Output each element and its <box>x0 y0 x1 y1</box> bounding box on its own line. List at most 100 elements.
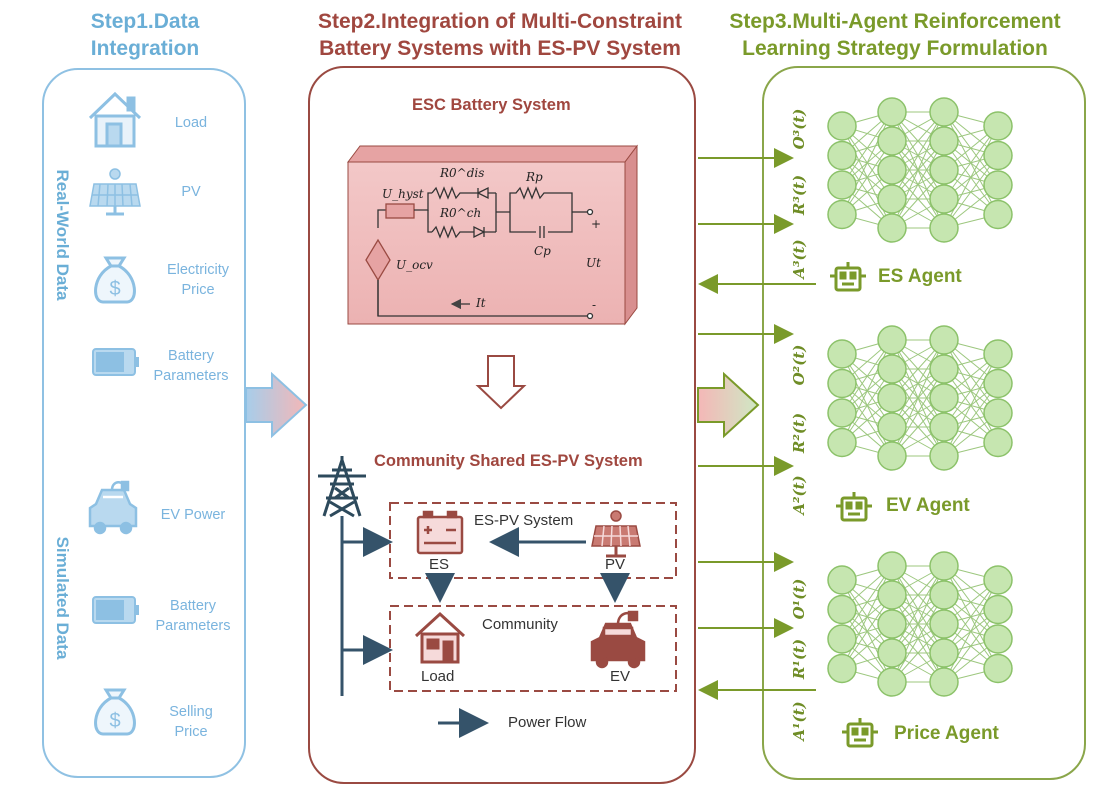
step3-title: Step3.Multi-Agent Reinforcement Learning… <box>700 8 1090 62</box>
nn-node <box>929 551 959 581</box>
ev-charger-icon <box>88 480 138 535</box>
step1-title-line2: Integration <box>90 37 200 60</box>
pv-label: PV <box>605 556 626 573</box>
neural-network-2 <box>827 325 1013 471</box>
nn-node <box>929 97 959 127</box>
nn-node <box>877 97 907 127</box>
nn-node <box>827 170 857 200</box>
nn-node <box>929 667 959 697</box>
battery-parameters-2-line1: Battery <box>170 598 216 614</box>
u-ocv-label: U_ocv <box>396 258 433 272</box>
r0-dis-label: R0^dis <box>440 166 485 180</box>
nn-node <box>877 441 907 471</box>
es-label: ES <box>429 556 450 573</box>
battery-parameters-label-2: Battery Parameters <box>138 596 248 636</box>
nn-node <box>877 155 907 185</box>
r2-label: R²(t) <box>790 412 808 454</box>
electricity-price-line1: Electricity <box>166 262 230 278</box>
nn-node <box>929 580 959 610</box>
nn-node <box>827 653 857 684</box>
battery-parameters-line1: Battery <box>168 348 214 364</box>
ev-agent-label: EV Agent <box>886 495 970 516</box>
nn-node <box>929 441 959 471</box>
r0-ch-label: R0^ch <box>440 206 482 220</box>
ut-label: Ut <box>586 256 601 270</box>
step3-title-line2: Learning Strategy Formulation <box>742 37 1048 60</box>
step1-to-step2-arrow <box>245 371 308 439</box>
cp-label: Cp <box>534 244 551 258</box>
nn-node <box>929 609 959 639</box>
battery-circuit <box>365 186 594 320</box>
nn-node <box>877 354 907 384</box>
nn-node <box>983 624 1013 654</box>
nn-node <box>877 412 907 442</box>
electricity-price-line2: Price <box>181 282 215 298</box>
a1-label: A¹(t) <box>790 701 808 741</box>
nn-node <box>827 111 857 141</box>
o2-label: O²(t) <box>790 344 808 386</box>
selling-price-label: Selling Price <box>136 702 246 742</box>
nn-node <box>983 398 1013 428</box>
nn-node <box>877 580 907 610</box>
nn-node <box>929 126 959 156</box>
load-label: Load <box>421 668 455 685</box>
ev-label: EV <box>610 668 631 685</box>
nn-node <box>877 184 907 214</box>
money-bag-icon-2: $ <box>94 688 136 736</box>
ev-car-icon <box>590 610 646 669</box>
neural-networks <box>827 97 1013 697</box>
es-robot-icon <box>830 262 866 292</box>
a3-label: A³(t) <box>790 239 808 279</box>
nn-node <box>983 565 1013 595</box>
nn-node <box>877 325 907 355</box>
nn-node <box>929 325 959 355</box>
battery-icon <box>92 348 139 376</box>
nn-node <box>877 667 907 697</box>
nn-node <box>877 609 907 639</box>
a2-label: A²(t) <box>790 475 808 515</box>
step1-title-line1: Step1.Data <box>90 10 200 33</box>
electricity-price-label: Electricity Price <box>143 260 253 300</box>
step2-title-line2: Battery Systems with ES-PV System <box>319 37 681 60</box>
battery-parameters-line2: Parameters <box>153 368 229 384</box>
step2-title: Step2.Integration of Multi-Constraint Ba… <box>290 8 710 62</box>
down-arrow <box>475 355 527 410</box>
nn-node <box>929 383 959 413</box>
grid-lines <box>340 516 393 696</box>
nn-node <box>877 383 907 413</box>
price-agent-label: Price Agent <box>894 723 999 744</box>
nn-node <box>929 155 959 185</box>
step3-title-line1: Step3.Multi-Agent Reinforcement <box>729 10 1061 33</box>
power-flow-label: Power Flow <box>508 714 587 731</box>
nn-node <box>983 140 1013 171</box>
community-label: Community <box>482 616 558 633</box>
u-hyst-label: U_hyst <box>382 187 424 201</box>
nn-node <box>827 594 857 625</box>
svg-text:$: $ <box>109 278 120 300</box>
battery-parameters-label: Battery Parameters <box>136 346 246 386</box>
marl-panel <box>762 66 1086 780</box>
nn-node <box>877 126 907 156</box>
esc-battery-title: ESC Battery System <box>412 96 571 114</box>
nn-node <box>983 594 1013 625</box>
rp-label: Rp <box>526 170 543 184</box>
battery-parameters-2-line2: Parameters <box>155 618 231 634</box>
load-house-icon <box>414 611 466 664</box>
selling-price-line1: Selling <box>169 704 213 720</box>
nn-node <box>929 638 959 668</box>
money-bag-icon: $ <box>94 256 136 304</box>
nn-node <box>929 412 959 442</box>
svg-text:$: $ <box>109 710 120 732</box>
nn-node <box>827 368 857 399</box>
simulated-data-label: Simulated Data <box>53 536 72 660</box>
minus-terminal: - <box>592 298 597 312</box>
pv-panel-icon <box>591 510 641 558</box>
community-dashed-box <box>389 605 677 692</box>
house-icon <box>88 91 142 148</box>
internal-flow-arrows <box>425 527 630 603</box>
nn-node <box>983 653 1013 684</box>
nn-node <box>827 427 857 458</box>
nn-node <box>929 354 959 384</box>
es-battery-icon <box>416 510 464 555</box>
